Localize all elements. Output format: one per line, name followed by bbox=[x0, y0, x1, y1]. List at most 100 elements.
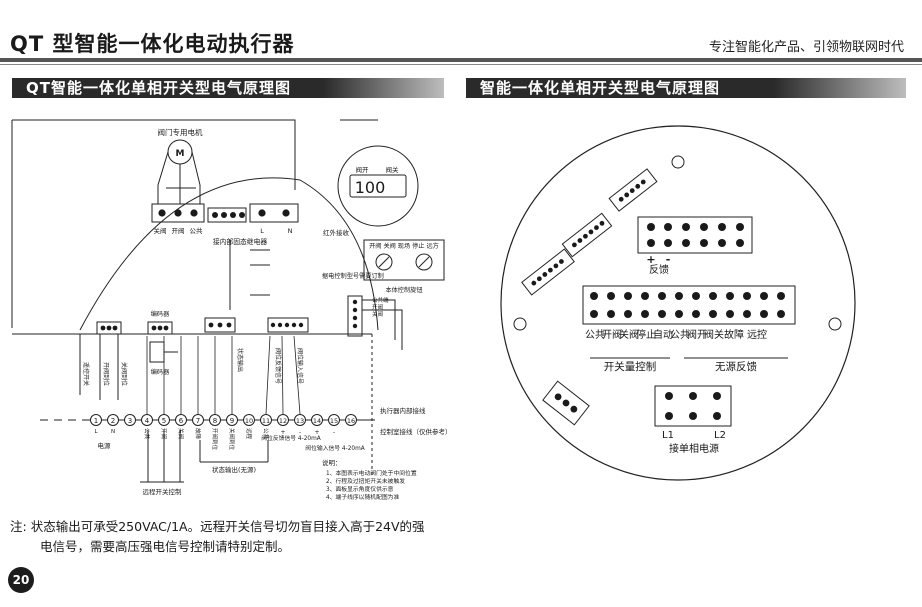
remote-side-label: 开阀 bbox=[372, 303, 383, 311]
terminal: 7 bbox=[192, 414, 204, 426]
wiring-diagrams: 1 2 3 4 5 6 7 8 9 10 11 12 13 14 15 16 bbox=[0, 100, 922, 520]
terminal: 8 bbox=[209, 414, 221, 426]
notes-title: 说明： bbox=[322, 458, 342, 467]
feedback-label: 反馈 bbox=[649, 263, 669, 276]
terminal-label-vertical: 公共 bbox=[585, 329, 605, 341]
encoder-block bbox=[147, 321, 173, 335]
housing-top-line bbox=[12, 119, 296, 190]
ir-receiver-label: 红外接收 bbox=[323, 228, 350, 237]
note-line: 2、行程及过扭矩开关未被触发 bbox=[326, 477, 405, 485]
motor-wire-label: 公共 bbox=[190, 226, 204, 235]
supply-label-n: N bbox=[288, 227, 293, 235]
right-section-heading: 智能一体化单相开关型电气原理图 bbox=[466, 78, 906, 98]
terminal: 1 bbox=[90, 414, 102, 426]
remote-line-1 bbox=[362, 299, 396, 340]
terminal-label-valve-open: 阀开 bbox=[687, 328, 707, 341]
passive-feedback-label: 无源反馈 bbox=[715, 360, 757, 373]
terminal-label: 5 bbox=[162, 417, 166, 425]
terminal-label: 8 bbox=[213, 417, 217, 425]
motor-symbol: M bbox=[176, 149, 185, 159]
left-wiring-diagram bbox=[11, 119, 445, 483]
terminal-label-common-2: 公共 bbox=[670, 329, 690, 341]
terminal: 9 bbox=[226, 414, 238, 426]
power-label: 电源 bbox=[98, 441, 112, 450]
diagram-svg: 1 2 3 4 5 6 7 8 9 10 11 12 13 14 15 16 bbox=[11, 119, 856, 501]
terminal: 10 bbox=[243, 414, 255, 426]
terminal-signal: 开阀 bbox=[160, 428, 168, 439]
vertical-label: 阀位反馈信号 bbox=[274, 348, 282, 384]
feedback-signal-label: 阀位反馈信号 4-20mA bbox=[261, 434, 320, 442]
input-signal-label: 阀位输入信号 4-20mA bbox=[305, 444, 364, 452]
connector-middle bbox=[561, 212, 613, 258]
knob-right bbox=[415, 253, 433, 271]
terminal-signal: 公共 bbox=[143, 428, 151, 440]
display-window bbox=[349, 174, 407, 198]
footer-note: 注:状态输出可承受250VAC/1A。远程开关信号切勿盲目接入高于24V的强 电… bbox=[10, 517, 460, 557]
left-section-heading: QT智能一体化单相开关型电气原理图 bbox=[12, 78, 444, 98]
motor-wire-c bbox=[191, 151, 201, 204]
housing-arc-right bbox=[299, 179, 379, 331]
motor-title: 阀门专用电机 bbox=[158, 127, 203, 137]
relay-terminal-block bbox=[207, 207, 247, 223]
terminal: 4 bbox=[141, 414, 153, 426]
control-wiring-label: 控制室接线（仅供参考） bbox=[380, 427, 452, 436]
left-diagram-labels: 阀门专用电机 M 关阀 开阀 公共 L N 接内部固态继电器 红外接收 阀开 阀… bbox=[82, 127, 452, 501]
terminal-signal: - bbox=[299, 429, 301, 436]
terminal-signal: + bbox=[314, 429, 319, 436]
terminal-label-auto: 自动 bbox=[653, 328, 673, 341]
display-label-open: 阀开 bbox=[356, 165, 370, 174]
board-block-b bbox=[267, 317, 309, 333]
terminal-label-remote: 远控 bbox=[747, 328, 767, 341]
header-rule-thick bbox=[0, 58, 922, 62]
terminal-signal: 关阀到位 bbox=[228, 428, 236, 451]
terminal: 5 bbox=[158, 414, 170, 426]
terminal: 2 bbox=[107, 414, 119, 426]
motor-terminal-block bbox=[151, 203, 205, 223]
vertical-label: 遥控开关 bbox=[82, 362, 90, 386]
terminal-signal: 远程 bbox=[245, 428, 253, 440]
power-terminal-dots bbox=[665, 392, 721, 420]
terminal: 3 bbox=[124, 414, 136, 426]
terminal: 12 bbox=[277, 414, 289, 426]
note-line: 4、端子线序以随机配图为准 bbox=[326, 493, 399, 501]
terminal-label: 7 bbox=[196, 417, 200, 425]
knob-caption: 本体控制旋钮 bbox=[385, 286, 422, 294]
terminal-signal: 故障 bbox=[194, 428, 202, 440]
main-terminal-block bbox=[582, 285, 796, 325]
terminal: 6 bbox=[175, 414, 187, 426]
terminal-label-stop: 停止 bbox=[636, 328, 656, 341]
vertical-label: 开阀到位 bbox=[102, 362, 110, 386]
internal-wiring-label: 执行器内部接线 bbox=[380, 406, 426, 415]
terminal-label: 4 bbox=[145, 417, 150, 425]
motor-wire-label: 关阀 bbox=[154, 226, 167, 235]
knob-right-pointer bbox=[418, 256, 430, 268]
vertical-label: 状态输出 bbox=[236, 348, 244, 372]
encoder-label: 编码器 bbox=[151, 310, 170, 318]
display-label-close: 阀关 bbox=[386, 165, 400, 174]
terminal-label: 11 bbox=[262, 417, 270, 425]
remote-line-2 bbox=[362, 309, 403, 350]
mount-hole-top bbox=[671, 155, 685, 169]
terminal: 15 bbox=[328, 414, 340, 426]
knob-left bbox=[375, 253, 393, 271]
terminal-strip: 1 2 3 4 5 6 7 8 9 10 11 12 13 14 15 16 bbox=[90, 414, 357, 426]
terminal-label: 13 bbox=[296, 417, 304, 425]
right-wiring-diagram bbox=[500, 125, 856, 481]
note-label: 注: bbox=[10, 519, 27, 534]
note-line-1: 状态输出可承受250VAC/1A。远程开关信号切勿盲目接入高于24V的强 bbox=[30, 519, 425, 534]
board-block-a bbox=[204, 317, 236, 333]
terminal-signal: + bbox=[280, 429, 285, 436]
terminal: 11 bbox=[260, 414, 272, 426]
connector-top bbox=[608, 168, 658, 212]
terminal-label-open: 开阀 bbox=[602, 328, 622, 341]
remote-option-block bbox=[347, 295, 363, 337]
note-line-2: 电信号，需要高压强电信号控制请特别定制。 bbox=[40, 539, 291, 554]
terminal: 16 bbox=[345, 414, 357, 426]
terminal: 13 bbox=[294, 414, 306, 426]
header-slogan: 专注智能化产品、引领物联网时代 bbox=[708, 40, 904, 55]
feedback-sign-plus: + bbox=[646, 253, 655, 266]
note-line: 3、面板显示角度仅供示意 bbox=[326, 485, 394, 493]
vertical-label: 阀位输入信号 bbox=[296, 348, 304, 384]
internal-relay-label: 接内部固态继电器 bbox=[213, 237, 268, 246]
terminal-signal: 开阀到位 bbox=[211, 428, 219, 451]
